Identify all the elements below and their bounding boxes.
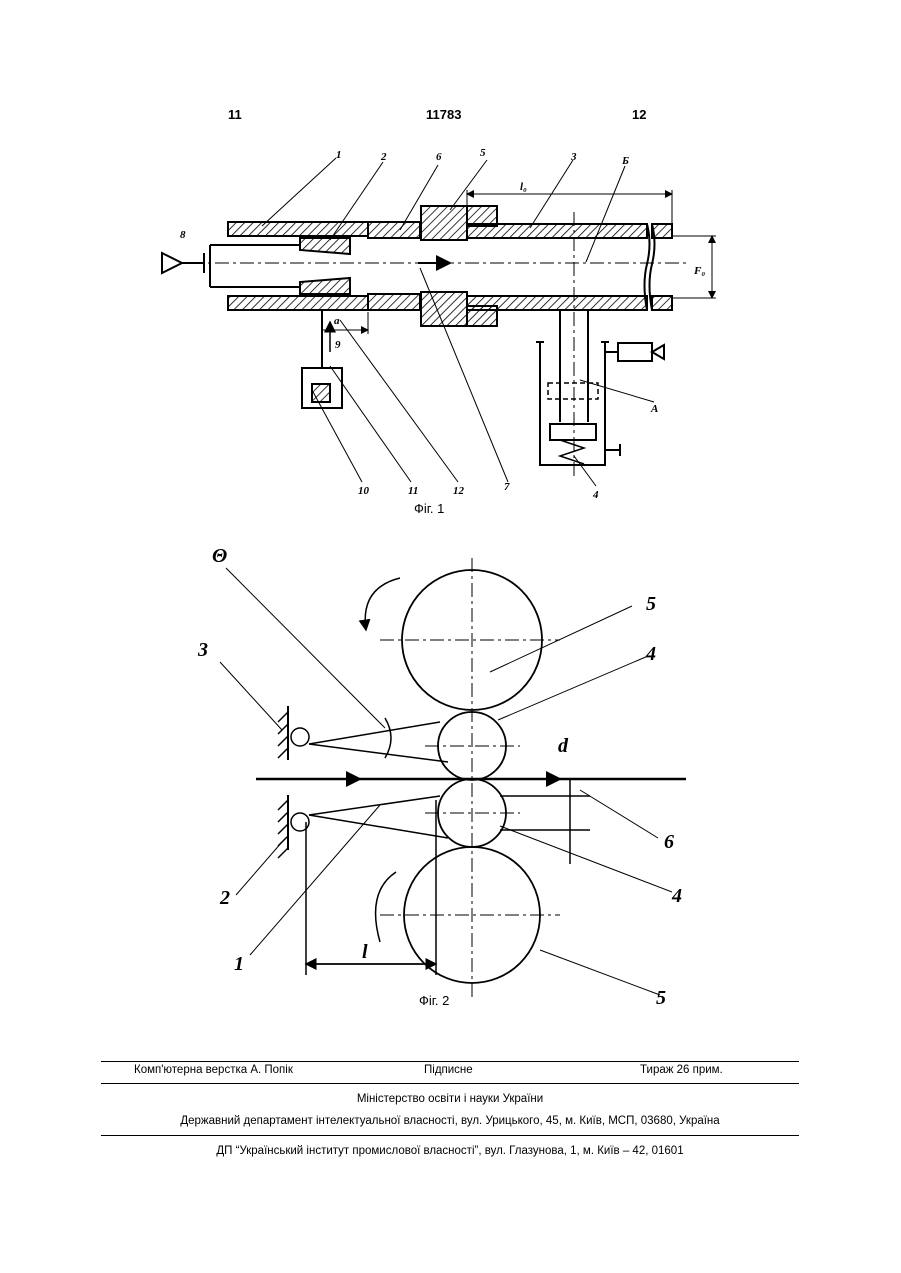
fig1-dimensions bbox=[322, 190, 716, 334]
footer-rule bbox=[101, 1083, 799, 1084]
footer-circulation: Тираж 26 прим. bbox=[640, 1064, 723, 1076]
fig2-label-l: l bbox=[362, 941, 368, 963]
fig1-label: 8 bbox=[180, 229, 186, 241]
fig2-label-d: d bbox=[558, 735, 569, 757]
footer-signed: Підписне bbox=[424, 1064, 473, 1076]
fig2-label: 5 bbox=[656, 987, 666, 1009]
fig1-caption: Фіг. 1 bbox=[414, 501, 444, 516]
fig1-label: 5 bbox=[480, 147, 486, 159]
footer-layout: Комп'ютерна верстка А. Попік bbox=[134, 1064, 293, 1076]
fig1-label: 6 bbox=[436, 151, 442, 163]
fig2-label: 5 bbox=[646, 593, 656, 615]
fig1-label: 7 bbox=[504, 481, 510, 493]
fig2-label: 4 bbox=[645, 643, 656, 665]
fig1-label: 2 bbox=[380, 151, 387, 163]
fig1-label: 1 bbox=[336, 149, 342, 161]
fig1-dim-a: a bbox=[334, 315, 340, 327]
fig2-label: 6 bbox=[664, 831, 674, 853]
fig1-label: 11 bbox=[408, 485, 418, 497]
footer-department: Державний департамент інтелектуальної вл… bbox=[101, 1115, 799, 1127]
fig2-caption: Фіг. 2 bbox=[419, 993, 449, 1008]
fig2-labels: Θ 3 5 4 d 6 4 2 1 l 5 bbox=[197, 545, 682, 1009]
fig1-label: 4 bbox=[592, 489, 599, 501]
fig2-label: 1 bbox=[234, 953, 244, 975]
fig2-leaders bbox=[220, 568, 672, 995]
fig1-label: 9 bbox=[335, 339, 341, 351]
fig1-label: 3 bbox=[570, 151, 577, 163]
fig1-label: Б bbox=[621, 155, 629, 167]
fig1-label: 12 bbox=[453, 485, 465, 497]
footer-institute: ДП “Український інститут промислової вла… bbox=[101, 1145, 799, 1157]
fig1-dim-l: l₀ bbox=[520, 181, 527, 193]
fig2-label: 4 bbox=[671, 885, 682, 907]
fig2-label: 2 bbox=[219, 887, 230, 909]
footer-rule bbox=[101, 1061, 799, 1062]
fig1-dim-f: F₀ bbox=[693, 265, 705, 277]
fig1-label: А bbox=[650, 403, 658, 415]
fig2-label: 3 bbox=[197, 639, 208, 661]
fig1-label: 10 bbox=[358, 485, 370, 497]
footer-rule bbox=[101, 1135, 799, 1136]
footer-ministry: Міністерство освіти і науки України bbox=[101, 1093, 799, 1105]
fig2-theta: Θ bbox=[212, 545, 227, 567]
